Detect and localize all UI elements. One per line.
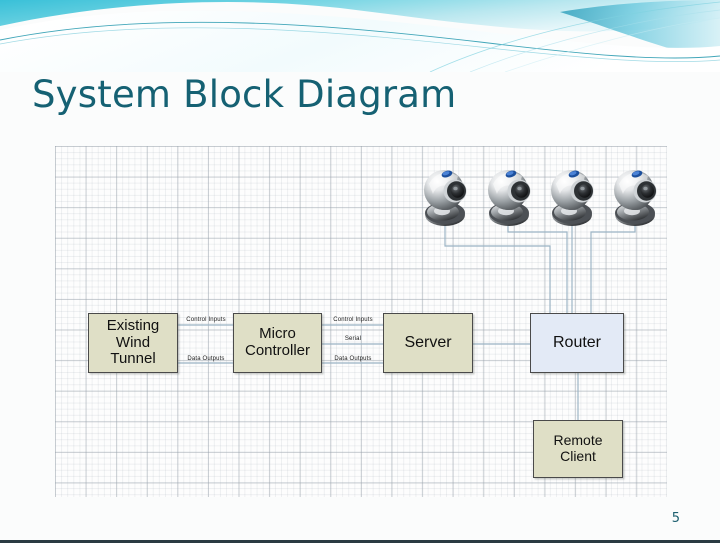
block-existing-wind-tunnel[interactable]: Existing Wind Tunnel: [88, 313, 178, 373]
block-label: Server: [404, 334, 452, 352]
block-label: Router: [552, 334, 602, 352]
webcam-icon-4: [614, 170, 657, 226]
webcam-icon-3: [551, 170, 594, 226]
page-title: System Block Diagram: [32, 73, 457, 116]
block-label: Remote Client: [553, 432, 603, 464]
edge-label-data-outputs-server: Data Outputs: [334, 356, 372, 362]
edge-label-control-inputs-tunnel: Control Inputs: [186, 317, 226, 323]
block-remote-client[interactable]: Remote Client: [533, 420, 623, 478]
header-swoosh-decoration: stop: [0, 0, 720, 72]
block-micro-controller[interactable]: Micro Controller: [233, 313, 322, 373]
edge-label-serial: Serial: [344, 336, 362, 342]
page-number: 5: [671, 511, 680, 526]
edge-label-control-inputs-server: Control Inputs: [333, 317, 373, 323]
block-label: Existing Wind Tunnel: [106, 316, 160, 368]
edge-label-data-outputs-tunnel: Data Outputs: [187, 356, 225, 362]
webcam-icon-2: [488, 170, 531, 226]
block-label: Micro Controller: [244, 325, 311, 359]
system-block-diagram: Existing Wind Tunnel Micro Controller Se…: [55, 146, 667, 497]
block-router[interactable]: Router: [530, 313, 624, 373]
block-server[interactable]: Server: [383, 313, 473, 373]
webcam-icon-1: [424, 170, 467, 226]
